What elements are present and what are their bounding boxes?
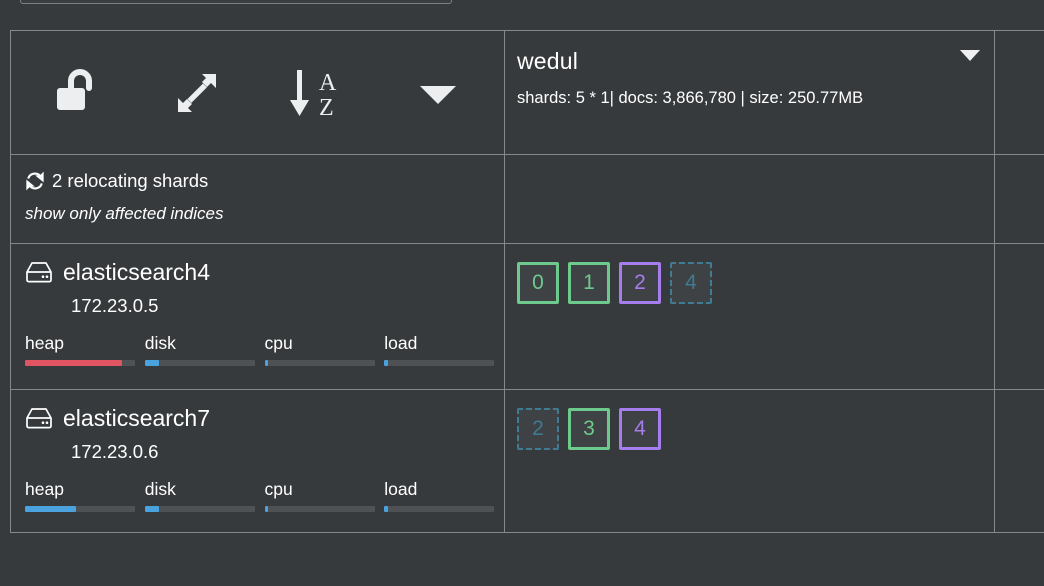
metric-heap: heap bbox=[25, 332, 145, 366]
sort-alpha-down-icon: A Z bbox=[289, 69, 337, 120]
shard-badge[interactable]: 4 bbox=[670, 262, 712, 304]
clipped-panel-above bbox=[20, 0, 452, 4]
shard-list: 2 3 4 bbox=[505, 390, 994, 450]
node-row: elasticsearch4 172.23.0.5 heap disk bbox=[11, 244, 1044, 390]
metric-disk: disk bbox=[144, 332, 265, 366]
index-header-cell: wedul shards: 5 * 1| docs: 3,866,780 | s… bbox=[505, 31, 995, 154]
expand-arrows-icon bbox=[178, 73, 217, 112]
metric-fill bbox=[384, 360, 388, 366]
metric-label: load bbox=[384, 333, 418, 353]
node-name: elasticsearch4 bbox=[63, 259, 211, 285]
node-spacer-cell bbox=[995, 390, 1044, 532]
header-spacer-cell bbox=[995, 31, 1044, 154]
metric-heap: heap bbox=[25, 478, 145, 512]
toolbar-cell: A Z bbox=[11, 31, 505, 154]
node-spacer-cell bbox=[995, 244, 1044, 389]
svg-text:Z: Z bbox=[319, 95, 334, 120]
shard-badge[interactable]: 2 bbox=[619, 262, 661, 304]
node-metrics: heap disk cpu bbox=[25, 478, 504, 512]
refresh-icon bbox=[26, 171, 44, 191]
node-name: elasticsearch7 bbox=[63, 405, 211, 431]
svg-text:A: A bbox=[319, 70, 337, 96]
metric-track bbox=[384, 360, 495, 366]
metric-track bbox=[264, 360, 375, 366]
metric-label: disk bbox=[144, 333, 176, 353]
metric-fill bbox=[144, 360, 160, 366]
metric-track bbox=[144, 360, 255, 366]
metric-fill bbox=[384, 506, 388, 512]
metric-track bbox=[144, 506, 255, 512]
metric-cpu: cpu bbox=[264, 332, 385, 366]
node-info-cell: elasticsearch7 172.23.0.6 heap disk bbox=[11, 390, 505, 532]
node-title[interactable]: elasticsearch7 bbox=[25, 404, 504, 432]
metric-label: heap bbox=[25, 333, 64, 353]
cluster-overview-grid: A Z wedul shards: 5 * 1| docs: 3,866,780… bbox=[10, 30, 1044, 533]
node-title[interactable]: elasticsearch4 bbox=[25, 258, 504, 286]
metric-label: cpu bbox=[264, 479, 293, 499]
metric-disk: disk bbox=[144, 478, 265, 512]
unlock-icon bbox=[57, 68, 93, 110]
metric-load: load bbox=[384, 332, 504, 366]
header-row: A Z wedul shards: 5 * 1| docs: 3,866,780… bbox=[11, 31, 1044, 155]
metric-track bbox=[264, 506, 375, 512]
hard-drive-icon bbox=[26, 408, 52, 429]
metric-fill bbox=[144, 506, 160, 512]
metric-label: disk bbox=[144, 479, 176, 499]
caret-down-icon bbox=[419, 85, 456, 104]
node-shards-cell: 2 3 4 bbox=[505, 390, 995, 532]
status-index-cell bbox=[505, 155, 995, 243]
index-caret-down-icon[interactable] bbox=[960, 50, 980, 61]
unlock-button[interactable] bbox=[17, 31, 137, 154]
metric-fill bbox=[25, 506, 76, 512]
shard-badge[interactable]: 4 bbox=[619, 408, 661, 450]
metric-fill bbox=[25, 360, 122, 366]
node-row: elasticsearch7 172.23.0.6 heap disk bbox=[11, 390, 1044, 533]
cluster-toolbar: A Z bbox=[11, 31, 504, 154]
status-spacer-cell bbox=[995, 155, 1044, 243]
metric-track bbox=[384, 506, 495, 512]
metric-load: load bbox=[384, 478, 504, 512]
metric-fill bbox=[264, 360, 268, 366]
node-metrics: heap disk cpu bbox=[25, 332, 504, 366]
metric-track bbox=[25, 360, 135, 366]
metric-track bbox=[25, 506, 135, 512]
metric-fill bbox=[264, 506, 268, 512]
show-affected-indices-link[interactable]: show only affected indices bbox=[25, 204, 224, 223]
shard-badge[interactable]: 1 bbox=[568, 262, 610, 304]
node-ip: 172.23.0.6 bbox=[71, 441, 159, 462]
index-name: wedul bbox=[517, 48, 579, 74]
expand-button[interactable] bbox=[137, 31, 257, 154]
metric-cpu: cpu bbox=[264, 478, 385, 512]
shard-badge[interactable]: 2 bbox=[517, 408, 559, 450]
index-meta: shards: 5 * 1| docs: 3,866,780 | size: 2… bbox=[517, 89, 864, 107]
sort-az-button[interactable]: A Z bbox=[258, 31, 378, 154]
hard-drive-icon bbox=[26, 262, 52, 283]
metric-label: load bbox=[384, 479, 418, 499]
status-row: 2 relocating shards show only affected i… bbox=[11, 155, 1044, 244]
shard-badge[interactable]: 0 bbox=[517, 262, 559, 304]
relocating-status-cell: 2 relocating shards show only affected i… bbox=[11, 155, 505, 243]
node-ip: 172.23.0.5 bbox=[71, 295, 159, 316]
metric-label: heap bbox=[25, 479, 64, 499]
relocating-status: 2 relocating shards bbox=[25, 169, 504, 193]
node-info-cell: elasticsearch4 172.23.0.5 heap disk bbox=[11, 244, 505, 389]
relocating-status-text: 2 relocating shards bbox=[52, 170, 209, 191]
metric-label: cpu bbox=[264, 333, 293, 353]
shard-list: 0 1 2 4 bbox=[505, 244, 994, 304]
filter-dropdown[interactable] bbox=[378, 31, 498, 154]
shard-badge[interactable]: 3 bbox=[568, 408, 610, 450]
node-shards-cell: 0 1 2 4 bbox=[505, 244, 995, 389]
